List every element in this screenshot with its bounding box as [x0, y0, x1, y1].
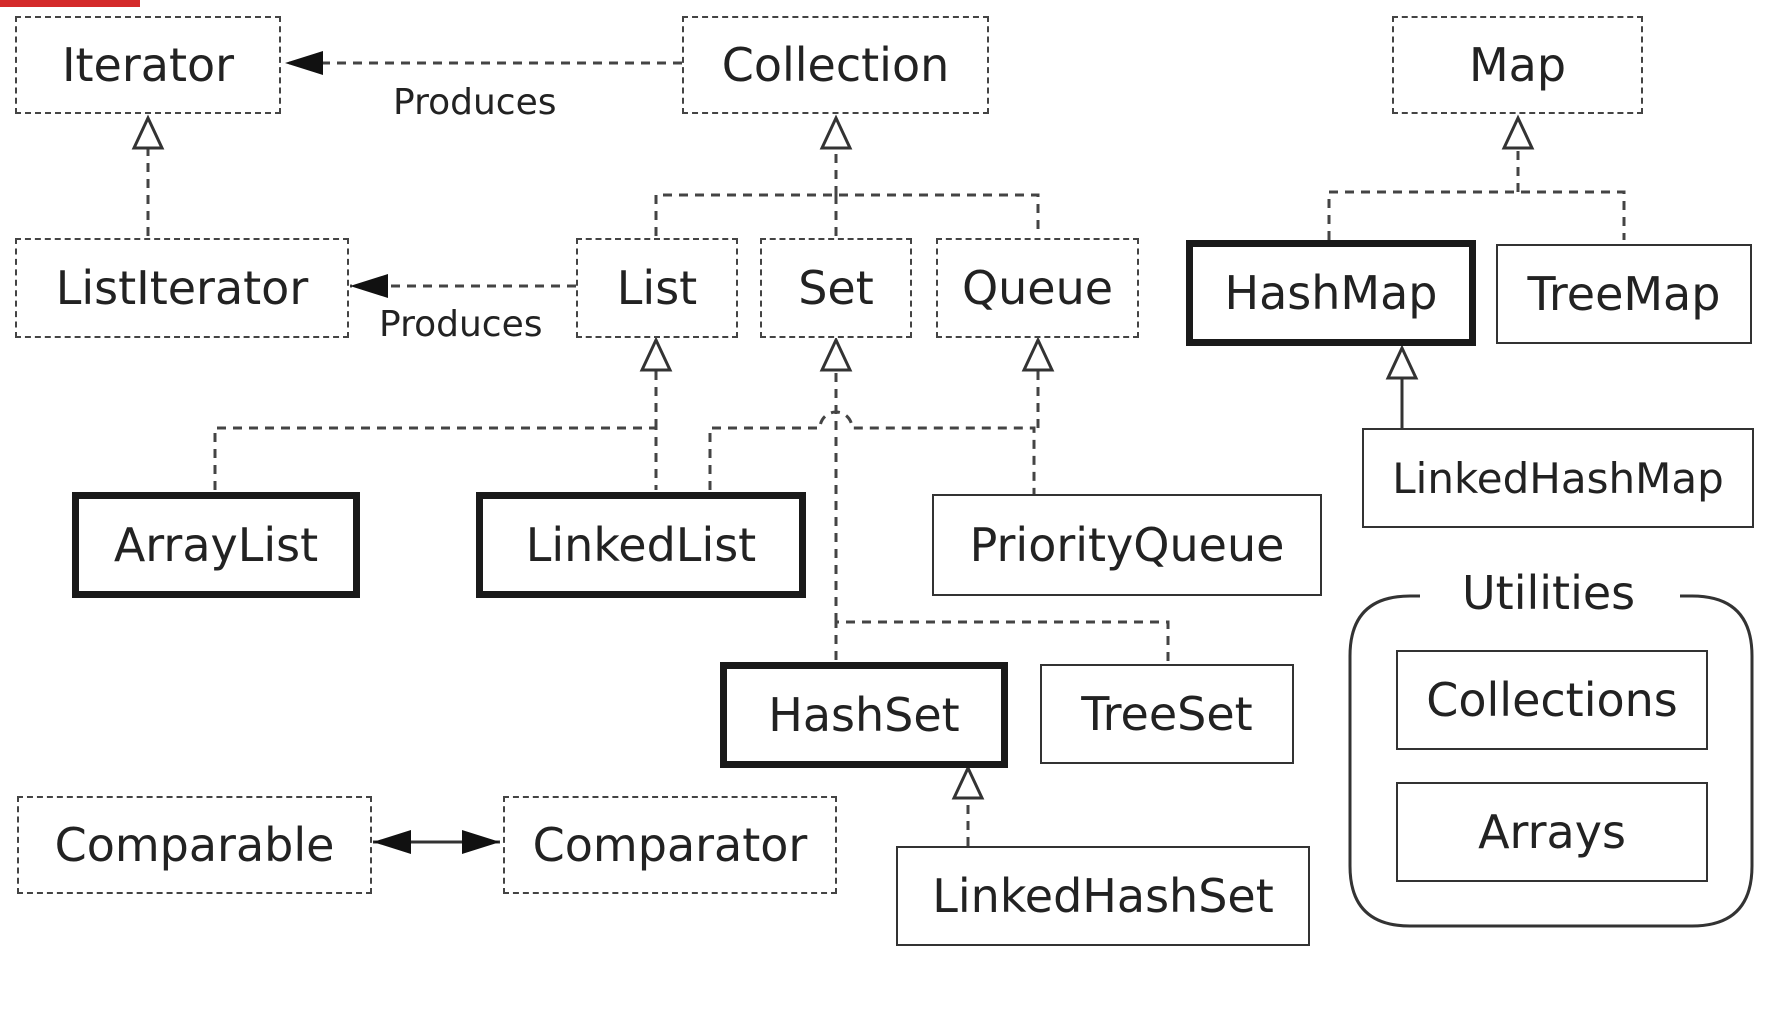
map-interface: Map: [1392, 16, 1643, 114]
set-interface: Set: [760, 238, 912, 338]
linkedhashset-class: LinkedHashSet: [896, 846, 1310, 946]
arraylist-class: ArrayList: [72, 492, 360, 598]
arrays-utility: Arrays: [1396, 782, 1708, 882]
subinterfaces-to-collection: [654, 193, 1040, 236]
utilities-title: Utilities: [1450, 566, 1648, 620]
comparable-interface: Comparable: [17, 796, 372, 894]
listiterator-interface: ListIterator: [15, 238, 349, 338]
produces-label-listiterator: Produces: [379, 304, 543, 345]
queue-interface: Queue: [936, 238, 1139, 338]
linkedhashmap-class: LinkedHashMap: [1362, 428, 1754, 528]
list-interface: List: [576, 238, 738, 338]
collections-utility: Collections: [1396, 650, 1708, 750]
maps-to-map: [1327, 160, 1626, 240]
treeset-class: TreeSet: [1040, 664, 1294, 764]
hashmap-class: HashMap: [1186, 240, 1476, 346]
priorityqueue-class: PriorityQueue: [932, 494, 1322, 596]
iterator-interface: Iterator: [15, 16, 281, 114]
hashset-class: HashSet: [720, 662, 1008, 768]
produces-label-iterator: Produces: [393, 82, 557, 123]
queues-to-queue: [708, 410, 1036, 494]
collection-interface: Collection: [682, 16, 989, 114]
sets-to-set: [834, 620, 1170, 662]
treemap-class: TreeMap: [1496, 244, 1752, 344]
corner-mark: [0, 0, 140, 7]
utilities-frame: [1348, 594, 1754, 928]
linkedlist-class: LinkedList: [476, 492, 806, 598]
comparator-interface: Comparator: [503, 796, 837, 894]
lists-to-list: [213, 426, 658, 490]
